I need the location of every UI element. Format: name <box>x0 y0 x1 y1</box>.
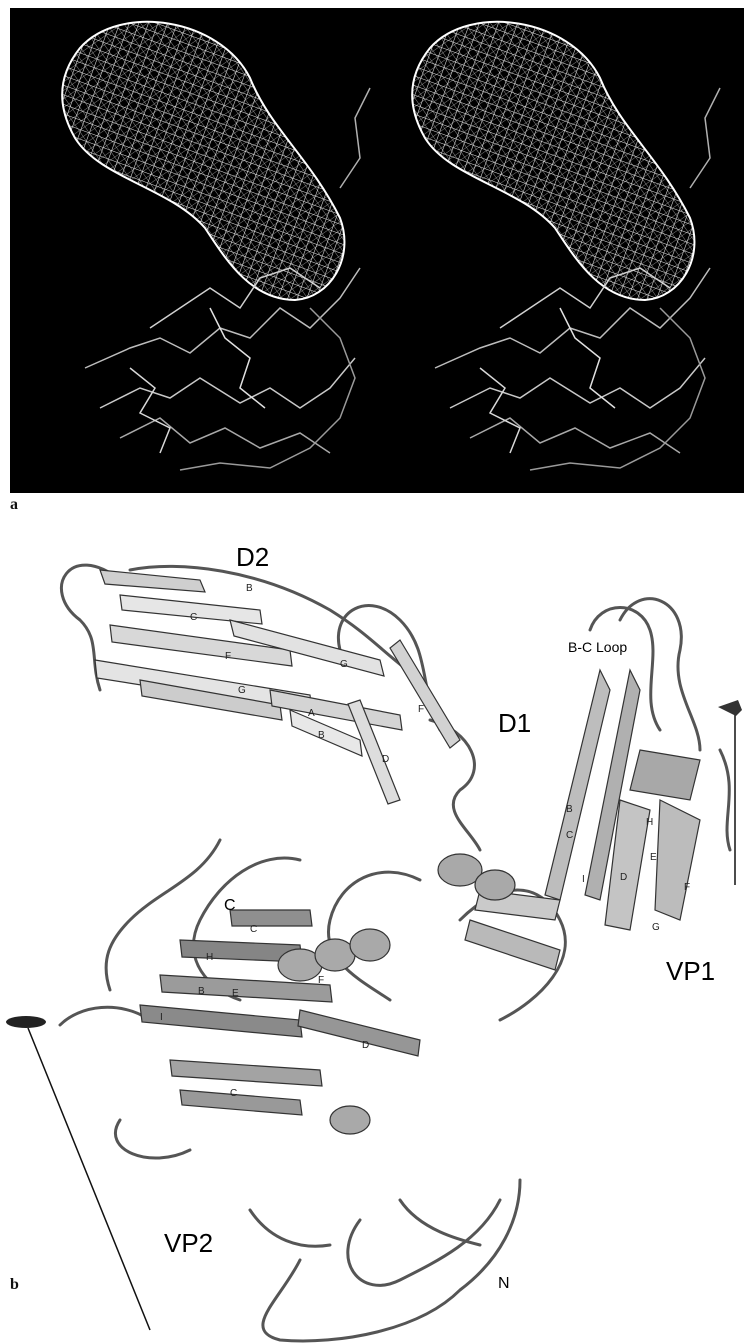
strand-label: B <box>198 986 205 997</box>
stereo-left-image <box>62 22 370 470</box>
strand-label: F <box>225 651 231 662</box>
d1-label: D1 <box>498 708 531 738</box>
strand-label: H <box>206 952 213 963</box>
strand-label: E <box>650 852 657 863</box>
strand-label: C <box>230 1088 237 1099</box>
ribbon-diagram-svg: D2 D1 VP1 VP2 B-C Loop C N B C F G G A B… <box>0 500 744 1343</box>
strand-label: F <box>418 704 424 715</box>
strand-label: C <box>190 612 197 623</box>
strand-label: I <box>160 1012 163 1023</box>
vp2-label: VP2 <box>164 1228 213 1258</box>
strand-label: H <box>646 817 653 828</box>
vp2-axis-line <box>28 1028 150 1330</box>
strand-label: D <box>362 1040 369 1051</box>
vp1-label: VP1 <box>666 956 715 986</box>
c-terminus-label: C <box>224 897 236 914</box>
twofold-symbol <box>6 1016 46 1028</box>
strand-label: B <box>318 730 325 741</box>
strand-label: A <box>308 708 315 719</box>
strand-label: I <box>582 874 585 885</box>
strand-label: C <box>250 924 257 935</box>
bc-loop-label: B-C Loop <box>568 639 627 655</box>
panel-b-letter: b <box>10 1276 19 1294</box>
fivefold-symbol <box>718 700 742 716</box>
stereo-density-image <box>10 8 744 493</box>
strand-label: B <box>566 804 573 815</box>
ribbon-diagram: D2 D1 VP1 VP2 B-C Loop C N B C F G G A B… <box>0 500 744 1343</box>
strand-label: F <box>684 882 690 893</box>
strand-label: E <box>232 988 239 999</box>
strand-label: B <box>246 583 253 594</box>
stereo-pair-svg <box>10 8 744 493</box>
n-terminus-label: N <box>498 1275 510 1292</box>
strand-label: G <box>238 685 246 696</box>
strand-label: F <box>318 975 324 986</box>
d2-label: D2 <box>236 542 269 572</box>
strand-label: G <box>652 922 660 933</box>
strand-label: G <box>340 659 348 670</box>
stereo-right-image <box>412 22 720 470</box>
strand-label: C <box>566 830 573 841</box>
strand-label: D <box>382 754 389 765</box>
strand-label: D <box>620 872 627 883</box>
